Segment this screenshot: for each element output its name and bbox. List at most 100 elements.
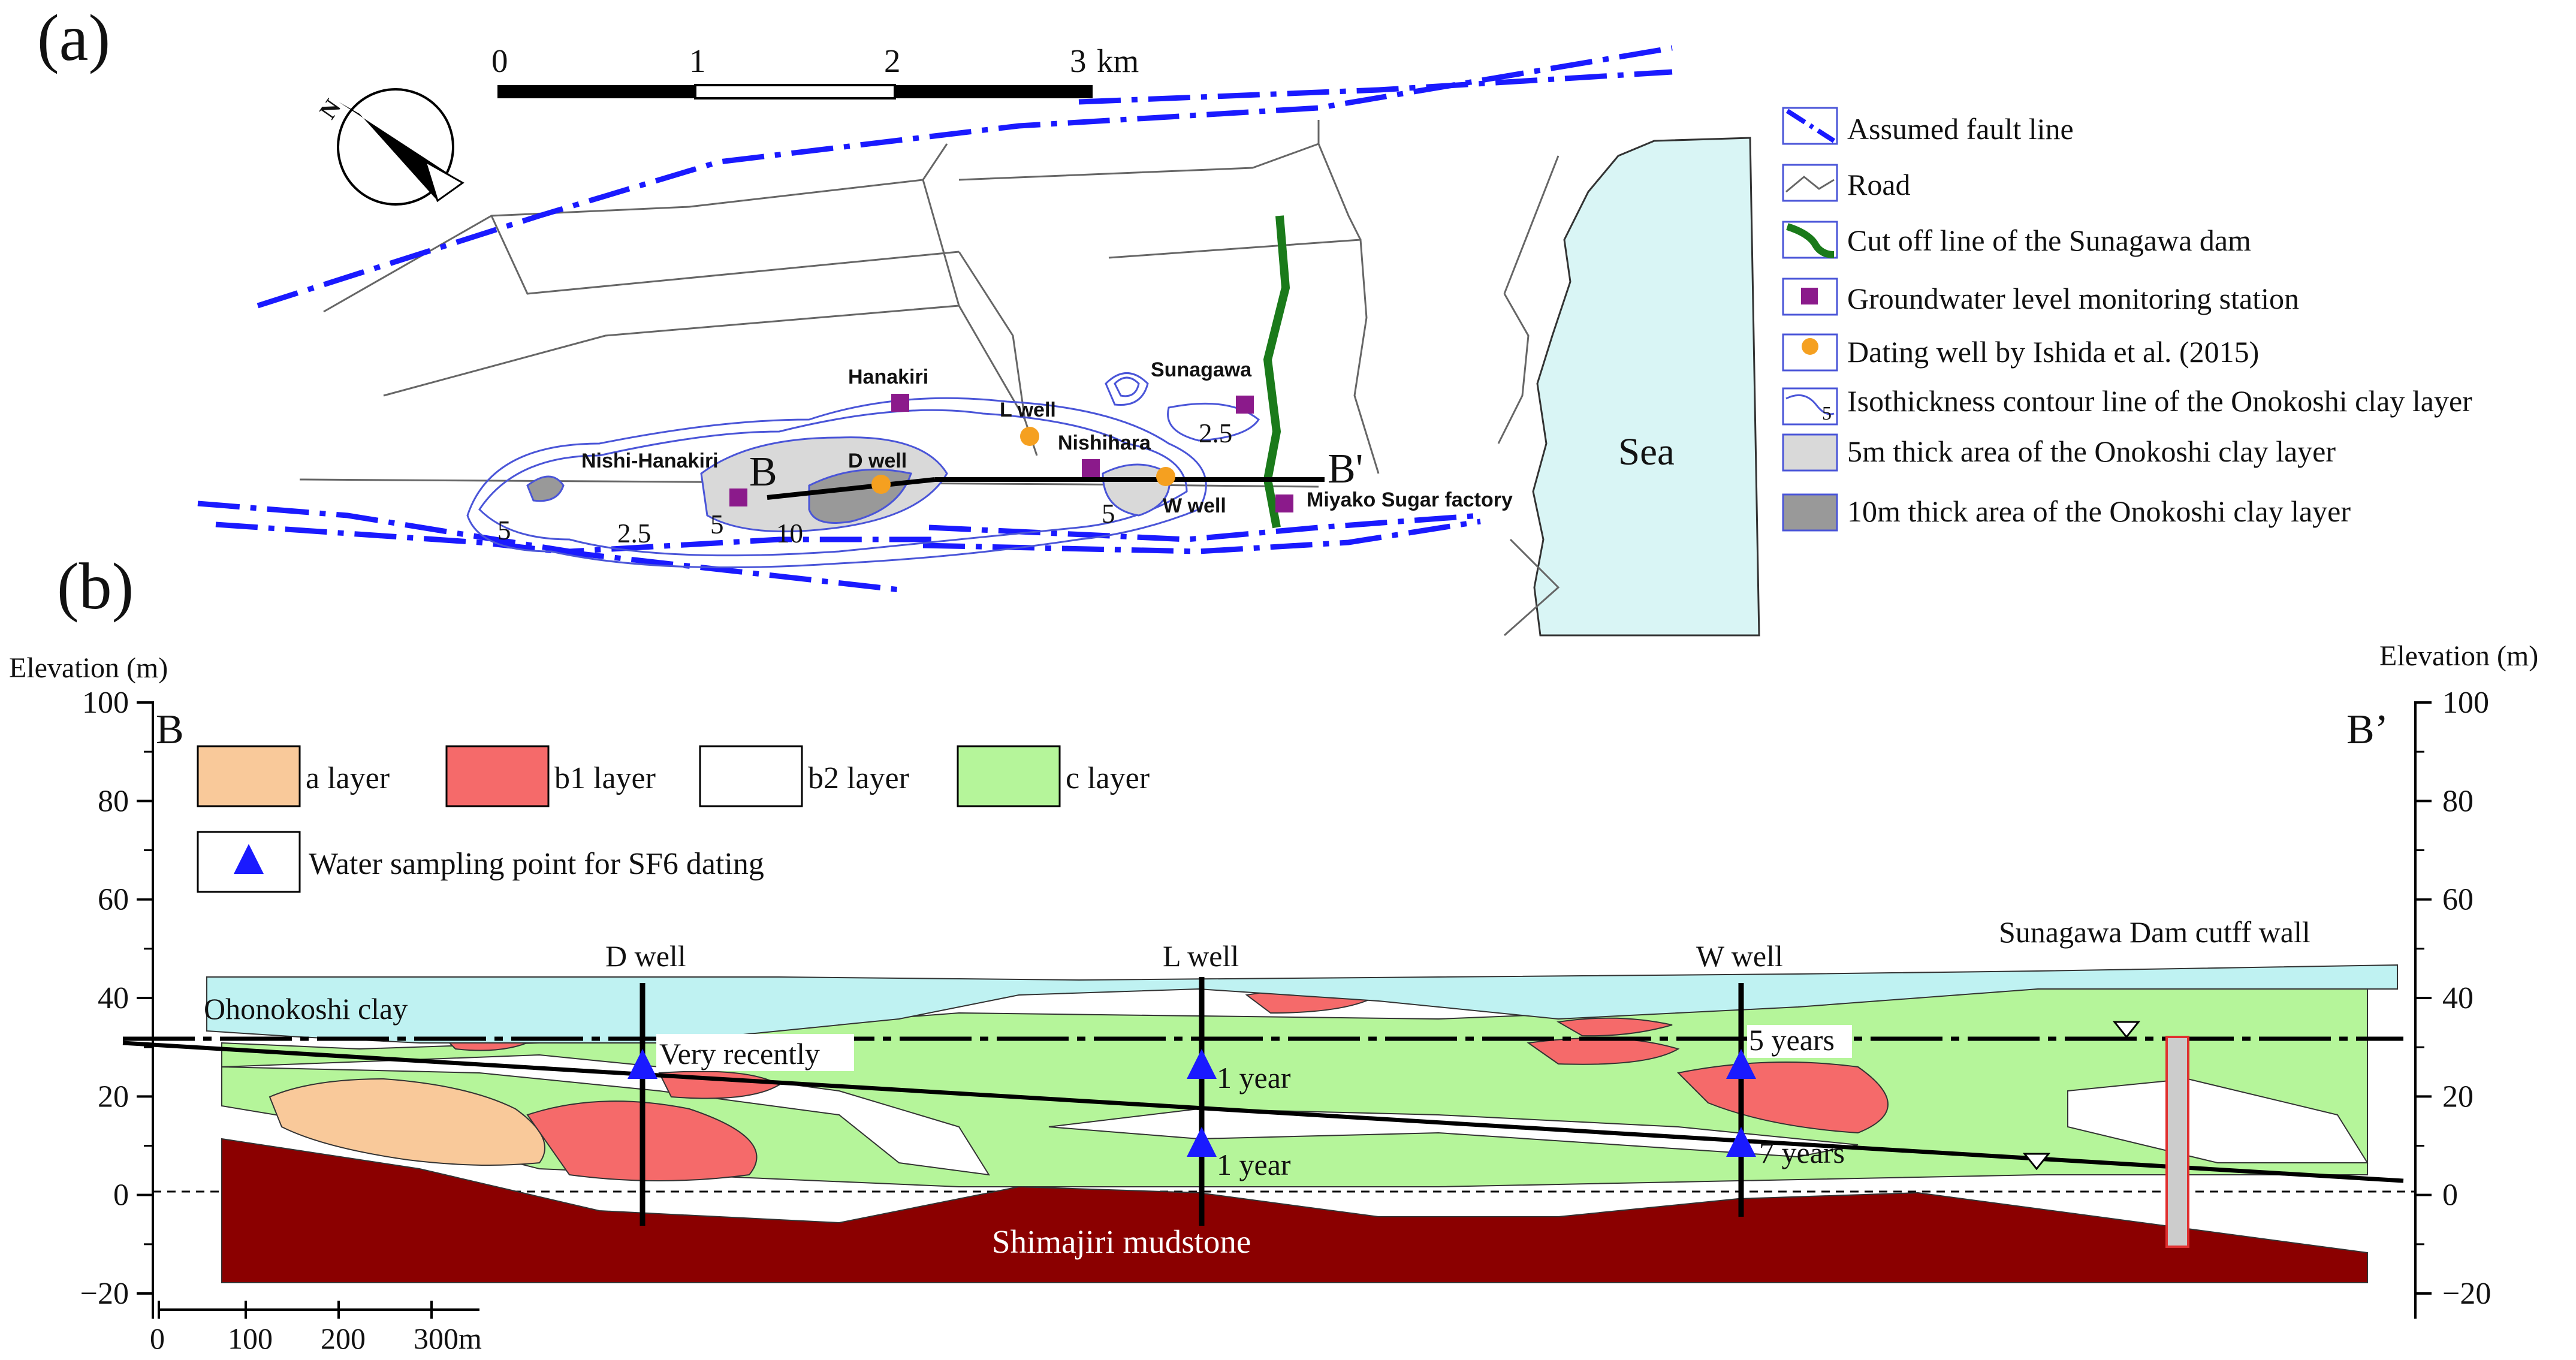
fault-line-icon bbox=[1785, 108, 1836, 143]
station-sunagawa-label: Sunagawa bbox=[1151, 358, 1252, 381]
contour-label-5a: 5 bbox=[497, 515, 511, 545]
age-w-upper: 5 years bbox=[1749, 1023, 1835, 1057]
sampling-point-d bbox=[628, 1049, 657, 1079]
y-tick-label-right: 0 bbox=[2442, 1178, 2458, 1213]
road-icon bbox=[1785, 176, 1835, 193]
sea-area bbox=[1532, 137, 1760, 637]
y-tick-label-left: 80 bbox=[98, 784, 129, 818]
legend-label-road: Road bbox=[1847, 168, 1911, 201]
contour-label-5c: 5 bbox=[1102, 499, 1115, 529]
station-nishihara-marker bbox=[1082, 459, 1100, 477]
y-tick-label-right: −20 bbox=[2442, 1277, 2491, 1311]
sampling-point-l-upper bbox=[1187, 1049, 1217, 1079]
water-level-marker-1 bbox=[2112, 1021, 2141, 1039]
legend-b2-label: b2 layer bbox=[808, 761, 909, 795]
station-miyako-marker bbox=[1275, 494, 1293, 512]
dam-cutoff-line bbox=[1263, 215, 1290, 529]
y-tick-label-left: 40 bbox=[98, 981, 129, 1015]
legend-sampling-label: Water sampling point for SF6 dating bbox=[309, 847, 764, 881]
wells-section bbox=[640, 977, 1744, 1226]
station-nishi-hanakiri-label: Nishi-Hanakiri bbox=[581, 450, 719, 472]
panel-a: (a) 0 1 2 3 km N Sea bbox=[37, 1, 2472, 637]
y-tick-label-left: 20 bbox=[98, 1079, 129, 1114]
x-scale-0: 0 bbox=[150, 1322, 165, 1355]
cross-section bbox=[206, 964, 2398, 1283]
well-l-label: L well bbox=[1000, 399, 1056, 421]
y-tick-label-left: −20 bbox=[80, 1277, 129, 1311]
section-well-d-label: D well bbox=[605, 939, 686, 973]
y-axis-title-left: Elevation (m) bbox=[9, 652, 168, 684]
well-l-marker bbox=[1020, 427, 1039, 446]
section-scale-bar: 0 100 200 300m bbox=[150, 1301, 482, 1355]
section-b-end: B’ bbox=[2346, 707, 2388, 753]
contour-label-5b: 5 bbox=[710, 509, 724, 539]
legend-label-dating: Dating well by Ishida et al. (2015) bbox=[1847, 335, 2259, 369]
map-scale-bar: 0 1 2 3 km bbox=[491, 43, 1139, 99]
panel-b-label: (b) bbox=[57, 550, 134, 623]
section-end-label: B' bbox=[1328, 446, 1363, 492]
dam-cutoff-wall bbox=[2165, 1036, 2189, 1248]
well-w-marker bbox=[1156, 467, 1175, 486]
contour-label-2-5a: 2.5 bbox=[617, 518, 651, 548]
legend-label-5m: 5m thick area of the Onokoshi clay layer bbox=[1847, 435, 2336, 468]
b2-layer-swatch bbox=[699, 745, 803, 807]
legend-label-station: Groundwater level monitoring station bbox=[1847, 282, 2299, 315]
clay-layer bbox=[206, 964, 2398, 1044]
sampling-points bbox=[628, 1049, 1756, 1157]
legend-c-label: c layer bbox=[1066, 761, 1150, 795]
section-well-l-label: L well bbox=[1163, 939, 1239, 973]
map-legend: Assumed fault line Road Cut off line of … bbox=[1782, 107, 2472, 532]
scale-unit: km bbox=[1097, 43, 1139, 79]
mudstone-label: Shimajiri mudstone bbox=[992, 1223, 1251, 1260]
y-tick-label-right: 40 bbox=[2442, 981, 2474, 1015]
legend-a-label: a layer bbox=[306, 761, 390, 795]
y-tick-label-right: 80 bbox=[2442, 784, 2474, 818]
sampling-point-w-lower bbox=[1726, 1127, 1756, 1157]
north-letter: N bbox=[314, 94, 346, 124]
scale-tick-2: 2 bbox=[884, 43, 901, 79]
sampling-point-icon bbox=[234, 844, 264, 874]
b1-layer-swatch bbox=[445, 745, 550, 807]
a-layer-swatch bbox=[197, 745, 301, 807]
a-layer-body bbox=[269, 1078, 545, 1166]
age-w-lower: 7 years bbox=[1759, 1136, 1845, 1169]
dating-well-icon bbox=[1802, 338, 1818, 355]
legend-label-10m: 10m thick area of the Onokoshi clay laye… bbox=[1847, 494, 2351, 528]
station-miyako-label: Miyako Sugar factory bbox=[1307, 488, 1513, 511]
well-d-marker bbox=[871, 475, 891, 494]
section-b-start: B bbox=[156, 707, 184, 753]
x-scale-200: 200 bbox=[321, 1322, 366, 1355]
well-w-label: W well bbox=[1163, 494, 1226, 517]
y-axis-title-right: Elevation (m) bbox=[2379, 640, 2538, 672]
dam-cutoff-line-icon bbox=[1786, 223, 1835, 258]
layer-legend: a layer b1 layer b2 layer c layer Water … bbox=[197, 745, 1150, 893]
y-tick-label-left: 100 bbox=[82, 686, 129, 720]
x-scale-300: 300m bbox=[414, 1322, 482, 1355]
y-tick-label-left: 60 bbox=[98, 883, 129, 917]
c-layer-swatch bbox=[957, 745, 1061, 807]
fault-lines bbox=[197, 45, 1673, 593]
station-nishihara-label: Nishihara bbox=[1058, 432, 1151, 454]
section-start-label: B bbox=[749, 449, 777, 495]
isothickness-contour-icon bbox=[1785, 394, 1835, 415]
contour-label-10: 10 bbox=[776, 518, 803, 548]
station-hanakiri-marker bbox=[891, 394, 909, 412]
age-d-upper: Very recently bbox=[659, 1037, 820, 1070]
y-tick-label-right: 60 bbox=[2442, 883, 2474, 917]
legend-label-fault: Assumed fault line bbox=[1847, 112, 2074, 146]
section-well-w-label: W well bbox=[1696, 939, 1783, 973]
monitoring-station-icon bbox=[1801, 288, 1818, 304]
mudstone-layer bbox=[221, 1138, 2368, 1283]
age-l-upper: 1 year bbox=[1217, 1061, 1291, 1094]
x-scale-100: 100 bbox=[228, 1322, 273, 1355]
monitoring-stations: Hanakiri Nishi-Hanakiri Sunagawa Nishiha… bbox=[581, 358, 1513, 512]
scale-tick-0: 0 bbox=[491, 43, 508, 79]
y-tick-label-right: 100 bbox=[2442, 686, 2489, 720]
legend-contour-glyph: 5 bbox=[1822, 402, 1832, 424]
panel-a-label: (a) bbox=[37, 1, 110, 74]
station-sunagawa-marker bbox=[1236, 396, 1254, 414]
scale-tick-1: 1 bbox=[689, 43, 706, 79]
scale-tick-3: 3 bbox=[1070, 43, 1087, 79]
